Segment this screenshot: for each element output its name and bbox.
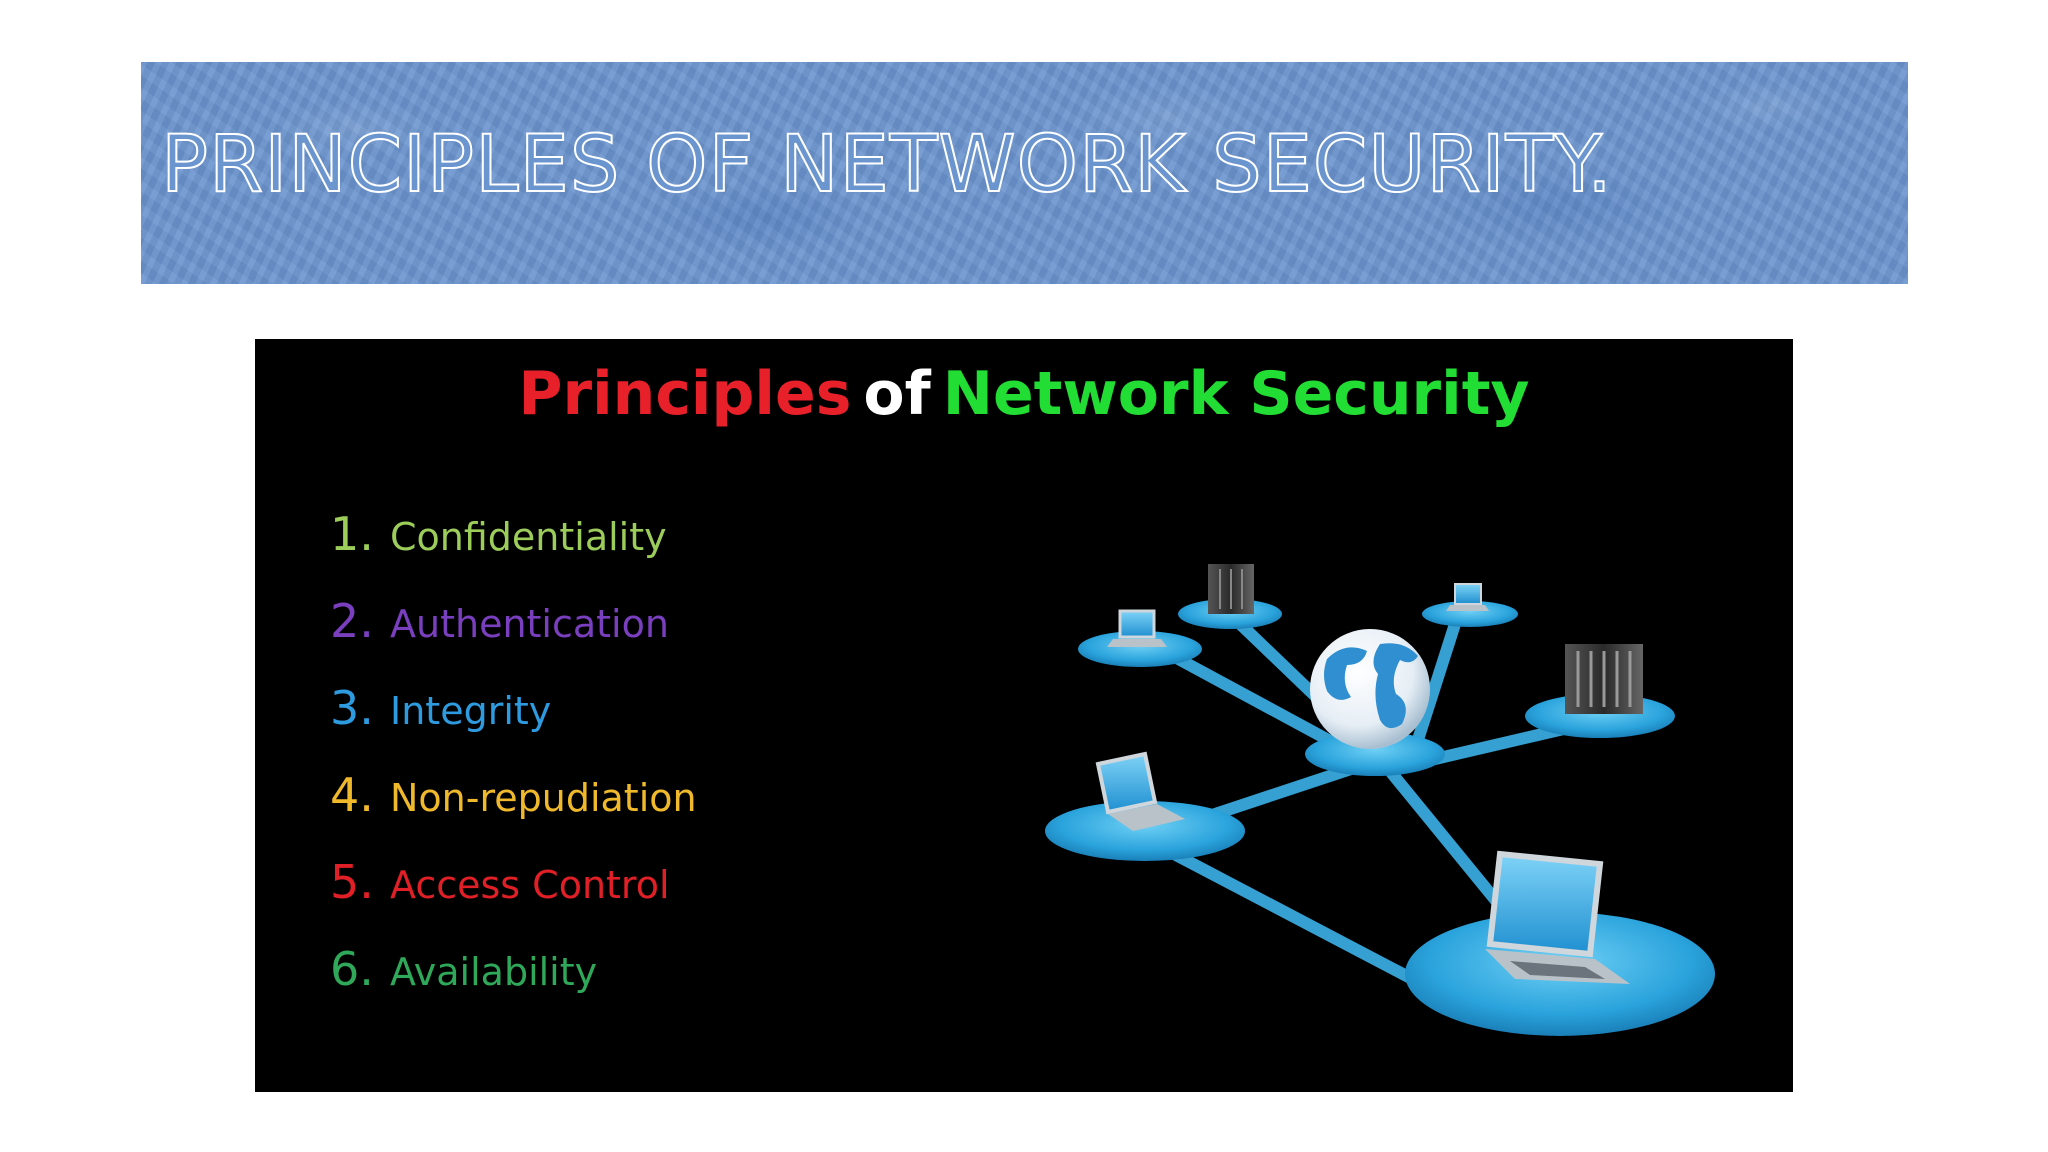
- list-item-label: Confidentiality: [390, 515, 667, 559]
- network-diagram: [1045, 564, 1715, 1036]
- list-item-label: Access Control: [390, 863, 670, 907]
- list-item-number: 3.: [330, 681, 374, 735]
- laptop-icon: [1078, 609, 1202, 667]
- laptop-icon: [1405, 850, 1715, 1036]
- list-item-label: Non-repudiation: [390, 776, 697, 820]
- list-item: 6. Availability: [330, 942, 697, 1029]
- list-item-number: 6.: [330, 942, 374, 996]
- list-item: 5. Access Control: [330, 855, 697, 942]
- list-item-label: Availability: [390, 950, 598, 994]
- laptop-icon: [1422, 583, 1518, 627]
- list-item: 1. Confidentiality: [330, 507, 697, 594]
- list-item-number: 4.: [330, 768, 374, 822]
- heading-word-of: of: [863, 359, 931, 429]
- heading-word-network-security: Network Security: [942, 359, 1530, 429]
- list-item-label: Authentication: [390, 602, 669, 646]
- list-item-number: 1.: [330, 507, 374, 561]
- server-icon: [1178, 564, 1282, 629]
- globe-icon: [1305, 629, 1445, 776]
- list-item: 2. Authentication: [330, 594, 697, 681]
- title-banner: PRINCIPLES OF NETWORK SECURITY.: [141, 62, 1908, 284]
- server-icon: [1525, 644, 1675, 738]
- slide-title: PRINCIPLES OF NETWORK SECURITY.: [160, 119, 1613, 211]
- principles-list: 1. Confidentiality 2. Authentication 3. Int…: [330, 507, 697, 1029]
- list-item-label: Integrity: [390, 689, 552, 733]
- list-item: 3. Integrity: [330, 681, 697, 768]
- heading-word-principles: Principles: [518, 359, 852, 429]
- laptop-icon: [1045, 751, 1245, 861]
- list-item-number: 5.: [330, 855, 374, 909]
- list-item: 4. Non-repudiation: [330, 768, 697, 855]
- list-item-number: 2.: [330, 594, 374, 648]
